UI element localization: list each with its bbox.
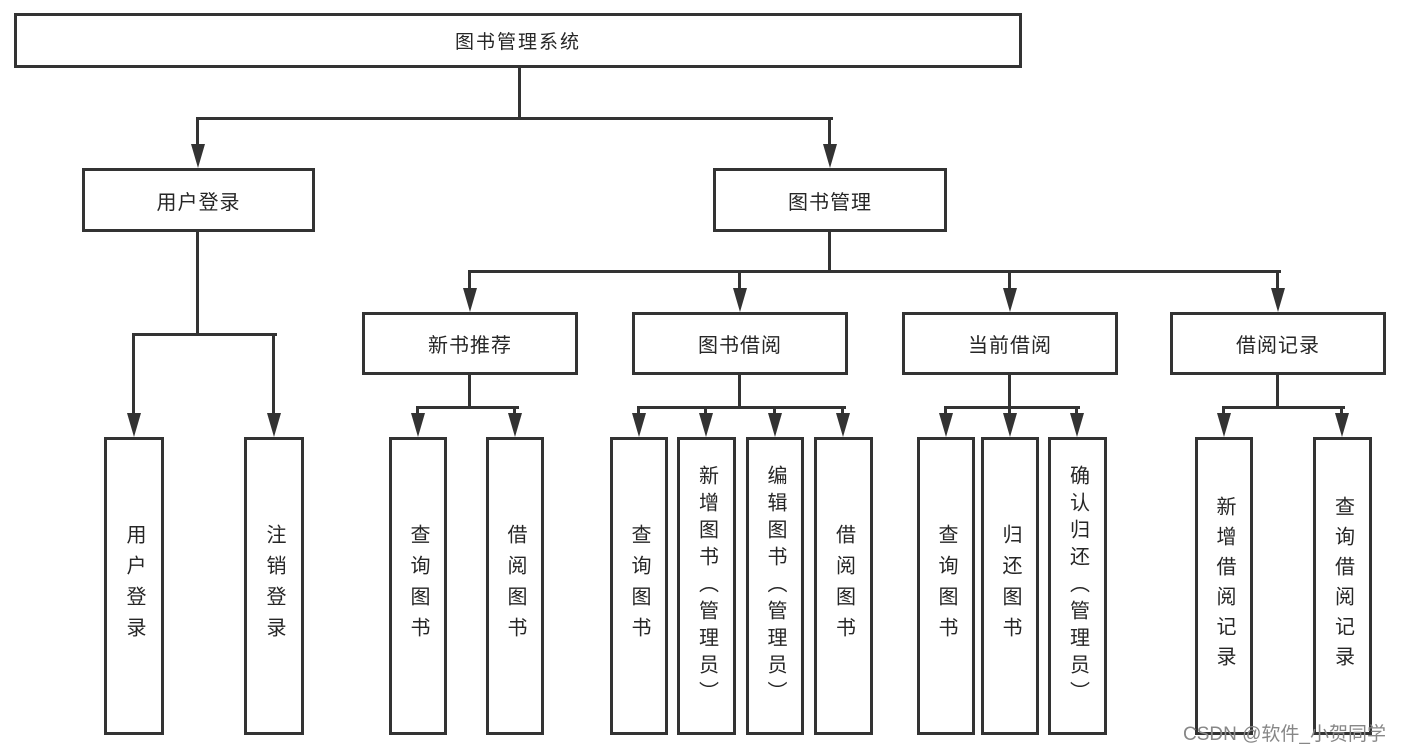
edge-line bbox=[416, 406, 519, 409]
leaf-label: 借阅图书 bbox=[832, 524, 855, 648]
node-leaf-edit-book-admin: 编辑图书（管理员） bbox=[746, 437, 804, 735]
edge-line bbox=[518, 66, 521, 120]
edge-line bbox=[841, 409, 844, 415]
edge-line bbox=[1340, 409, 1343, 415]
edge-line bbox=[1276, 373, 1279, 409]
node-leaf-confirm-return-admin: 确认归还（管理员） bbox=[1048, 437, 1107, 735]
edge-line bbox=[637, 406, 846, 409]
csdn-watermark: CSDN @软件_小贺同学 bbox=[1183, 724, 1386, 745]
leaf-label: 注销登录 bbox=[263, 524, 285, 648]
arrowhead-down-icon bbox=[1003, 413, 1017, 437]
edge-line bbox=[1222, 409, 1225, 415]
node-leaf-borrow-books: 借阅图书 bbox=[814, 437, 873, 735]
edge-line bbox=[828, 120, 831, 146]
arrowhead-down-icon bbox=[1335, 413, 1349, 437]
edge-line bbox=[196, 230, 199, 333]
edge-line bbox=[944, 409, 947, 415]
leaf-label: 归还图书 bbox=[999, 524, 1021, 648]
arrowhead-down-icon bbox=[768, 413, 782, 437]
leaf-label: 确认归还（管理员） bbox=[1066, 464, 1089, 708]
edge-line bbox=[1008, 409, 1011, 415]
arrowhead-down-icon bbox=[836, 413, 850, 437]
node-leaf-query-books-current: 查询图书 bbox=[917, 437, 975, 735]
arrowhead-down-icon bbox=[191, 144, 205, 168]
edge-line bbox=[196, 117, 833, 120]
leaf-label: 新增图书（管理员） bbox=[695, 464, 718, 708]
leaf-label: 新增借阅记录 bbox=[1213, 496, 1235, 676]
arrowhead-down-icon bbox=[1070, 413, 1084, 437]
edge-line bbox=[738, 273, 741, 289]
node-borrow-records: 借阅记录 bbox=[1170, 312, 1386, 375]
arrowhead-down-icon bbox=[1217, 413, 1231, 437]
node-leaf-add-book-admin: 新增图书（管理员） bbox=[677, 437, 736, 735]
arrowhead-down-icon bbox=[699, 413, 713, 437]
node-root-library-system: 图书管理系统 bbox=[14, 13, 1022, 68]
edge-line bbox=[513, 409, 516, 415]
node-leaf-query-books-borrow: 查询图书 bbox=[610, 437, 668, 735]
node-book-borrow: 图书借阅 bbox=[632, 312, 848, 375]
arrowhead-down-icon bbox=[463, 288, 477, 312]
arrowhead-down-icon bbox=[267, 413, 281, 437]
edge-line bbox=[468, 373, 471, 409]
node-leaf-borrow-books-recommend: 借阅图书 bbox=[486, 437, 544, 735]
arrowhead-down-icon bbox=[1003, 288, 1017, 312]
leaf-label: 编辑图书（管理员） bbox=[764, 464, 786, 708]
leaf-label: 查询图书 bbox=[628, 524, 650, 648]
node-user-login: 用户登录 bbox=[82, 168, 315, 232]
edge-line bbox=[272, 336, 275, 414]
edge-line bbox=[468, 270, 1281, 273]
edge-line bbox=[468, 273, 471, 289]
edge-line bbox=[828, 230, 831, 272]
arrowhead-down-icon bbox=[939, 413, 953, 437]
leaf-label: 用户登录 bbox=[123, 524, 145, 648]
node-leaf-query-books-recommend: 查询图书 bbox=[389, 437, 447, 735]
edge-line bbox=[196, 120, 199, 146]
edge-line bbox=[1008, 273, 1011, 289]
edge-line bbox=[416, 409, 419, 415]
node-book-management: 图书管理 bbox=[713, 168, 947, 232]
leaf-label: 查询借阅记录 bbox=[1331, 496, 1354, 676]
arrowhead-down-icon bbox=[823, 144, 837, 168]
edge-line bbox=[637, 409, 640, 415]
node-leaf-add-borrow-record: 新增借阅记录 bbox=[1195, 437, 1253, 735]
node-leaf-return-books: 归还图书 bbox=[981, 437, 1039, 735]
leaf-label: 借阅图书 bbox=[504, 524, 526, 648]
edge-line bbox=[1276, 273, 1279, 289]
edge-line bbox=[773, 409, 776, 415]
edge-line bbox=[132, 336, 135, 414]
leaf-label: 查询图书 bbox=[407, 524, 429, 648]
edge-line bbox=[738, 373, 741, 409]
arrowhead-down-icon bbox=[632, 413, 646, 437]
edge-line bbox=[1222, 406, 1345, 409]
arrowhead-down-icon bbox=[508, 413, 522, 437]
arrowhead-down-icon bbox=[127, 413, 141, 437]
node-leaf-query-borrow-record: 查询借阅记录 bbox=[1313, 437, 1372, 735]
edge-line bbox=[1008, 373, 1011, 409]
arrowhead-down-icon bbox=[733, 288, 747, 312]
edge-line bbox=[132, 333, 277, 336]
edge-line bbox=[944, 406, 1080, 409]
arrowhead-down-icon bbox=[411, 413, 425, 437]
node-leaf-logout: 注销登录 bbox=[244, 437, 304, 735]
node-new-book-recommend: 新书推荐 bbox=[362, 312, 578, 375]
arrowhead-down-icon bbox=[1271, 288, 1285, 312]
node-current-borrow: 当前借阅 bbox=[902, 312, 1118, 375]
node-leaf-user-login: 用户登录 bbox=[104, 437, 164, 735]
edge-line bbox=[1075, 409, 1078, 415]
leaf-label: 查询图书 bbox=[935, 524, 957, 648]
edge-line bbox=[704, 409, 707, 415]
